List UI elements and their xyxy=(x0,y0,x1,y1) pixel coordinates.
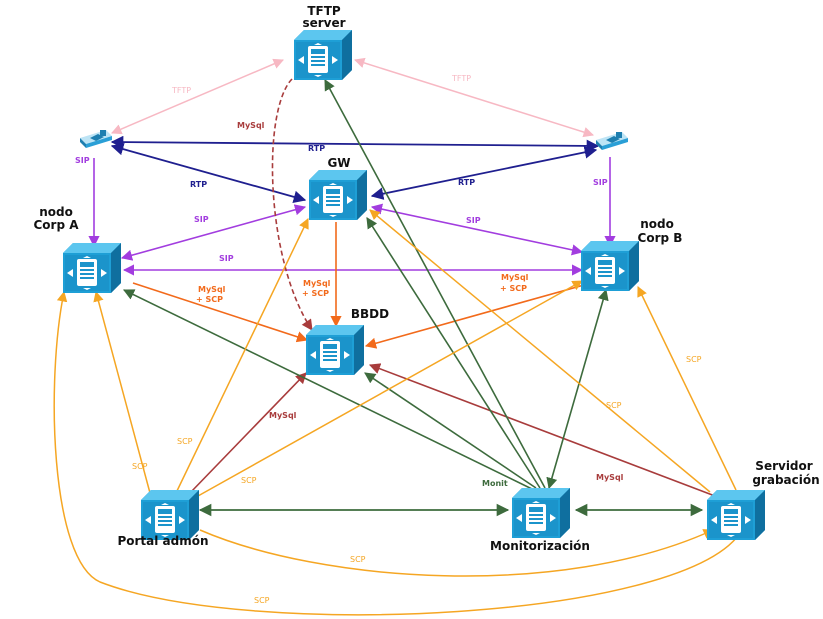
label-mysql-portal: MySql xyxy=(269,411,297,420)
router-icon xyxy=(294,30,352,80)
edge-sip-gw-a xyxy=(120,204,307,261)
edge-mysql-tftp-bbdd xyxy=(271,78,313,331)
edge-scp-portal-b xyxy=(197,280,583,497)
router-icon xyxy=(581,241,639,291)
node-label-corp-b-1: nodo xyxy=(640,217,674,231)
node-label-gw: GW xyxy=(327,156,350,170)
label-mysql-tftp: MySql xyxy=(237,121,265,130)
node-label-servidor-1: Servidor xyxy=(755,459,812,473)
label-sip-a-b: SIP xyxy=(219,254,234,263)
label-mysql-servidor: MySql xyxy=(596,473,624,482)
label-sip-left-phone: SIP xyxy=(75,156,90,165)
node-tftp-server[interactable]: TFTP server xyxy=(294,4,352,80)
label-scp-servidor-b: SCP xyxy=(686,355,702,364)
router-icon xyxy=(512,488,570,538)
label-monit: Monit xyxy=(482,479,508,488)
edge-monit-corp-a xyxy=(122,289,533,490)
node-corp-b[interactable]: nodo Corp B xyxy=(581,217,682,291)
label-scp-servidor-a: SCP xyxy=(254,596,270,605)
edge-scp-portal-gw xyxy=(175,218,309,494)
edge-monit-bbdd xyxy=(364,372,537,489)
router-icon xyxy=(707,490,765,540)
edge-scp-portal-servidor xyxy=(199,529,714,577)
label-scp-portal-a: SCP xyxy=(132,462,148,471)
label-rtp-top: RTP xyxy=(308,144,325,153)
router-icon xyxy=(63,243,121,293)
label-tftp-left: TFTP xyxy=(171,86,191,95)
edge-mysql-scp-b xyxy=(364,284,585,349)
label-sip-gw-b: SIP xyxy=(466,216,481,225)
node-label-tftp-2: server xyxy=(302,16,345,30)
node-monitorizacion[interactable]: Monitorización xyxy=(490,488,590,553)
label-rtp-right: RTP xyxy=(458,178,475,187)
label-tftp-right: TFTP xyxy=(451,74,471,83)
edge-mysql-scp-a xyxy=(132,282,309,343)
node-label-portal: Portal admón xyxy=(117,534,208,548)
ip-phone-icon xyxy=(80,130,112,148)
label-scp-portal-gw: SCP xyxy=(177,437,193,446)
node-phone-right[interactable] xyxy=(596,132,628,150)
node-bbdd[interactable]: BBDD xyxy=(306,307,389,375)
edge-scp-gw-servidor xyxy=(369,209,711,493)
router-icon xyxy=(309,170,367,220)
edge-rtp-left xyxy=(110,142,307,204)
label-mysql-scp-b-2: + SCP xyxy=(500,284,527,293)
label-scp-portal-servidor: SCP xyxy=(350,555,366,564)
label-scp-portal-b: SCP xyxy=(241,476,257,485)
node-label-servidor-2: grabación xyxy=(752,473,819,487)
label-sip-right-phone: SIP xyxy=(593,178,608,187)
node-gw[interactable]: GW xyxy=(309,156,367,220)
label-mysql-scp-gw-2: + SCP xyxy=(302,289,329,298)
edge-scp-servidor-a xyxy=(53,290,743,616)
edge-tftp-right xyxy=(353,57,595,138)
edge-rtp-top xyxy=(110,135,600,153)
edge-scp-portal-a xyxy=(93,290,151,494)
edge-sip-gw-b xyxy=(370,203,584,256)
router-icon xyxy=(306,325,364,375)
label-mysql-scp-b-1: MySql xyxy=(501,273,529,282)
edge-monit-corp-b xyxy=(546,288,609,490)
edge-mysql-portal-bbdd xyxy=(189,372,307,494)
edge-monit-tftp xyxy=(324,79,546,489)
label-mysql-scp-a-1: MySql xyxy=(198,285,226,294)
node-label-corp-a-2: Corp A xyxy=(33,218,79,232)
label-scp-gw-servidor: SCP xyxy=(606,401,622,410)
node-servidor-grabacion[interactable]: Servidor grabación xyxy=(707,459,820,540)
edge-mysql-servidor-bbdd xyxy=(368,363,716,497)
edge-scp-servidor-b xyxy=(637,286,737,491)
label-sip-gw-a: SIP xyxy=(194,215,209,224)
node-corp-a[interactable]: nodo Corp A xyxy=(33,205,121,293)
label-mysql-scp-gw-1: MySql xyxy=(303,279,331,288)
node-label-corp-a-1: nodo xyxy=(39,205,73,219)
edge-rtp-right xyxy=(370,146,598,200)
ip-phone-icon xyxy=(596,132,628,150)
router-icon xyxy=(141,490,199,540)
node-label-tftp-1: TFTP xyxy=(307,4,341,18)
node-label-corp-b-2: Corp B xyxy=(638,231,683,245)
label-rtp-left: RTP xyxy=(190,180,207,189)
node-label-bbdd: BBDD xyxy=(351,307,389,321)
node-phone-left[interactable] xyxy=(80,130,112,148)
node-label-monitor: Monitorización xyxy=(490,539,590,553)
node-portal-admon[interactable]: Portal admón xyxy=(117,490,209,548)
edge-tftp-left xyxy=(111,58,284,135)
label-mysql-scp-a-2: + SCP xyxy=(196,295,223,304)
